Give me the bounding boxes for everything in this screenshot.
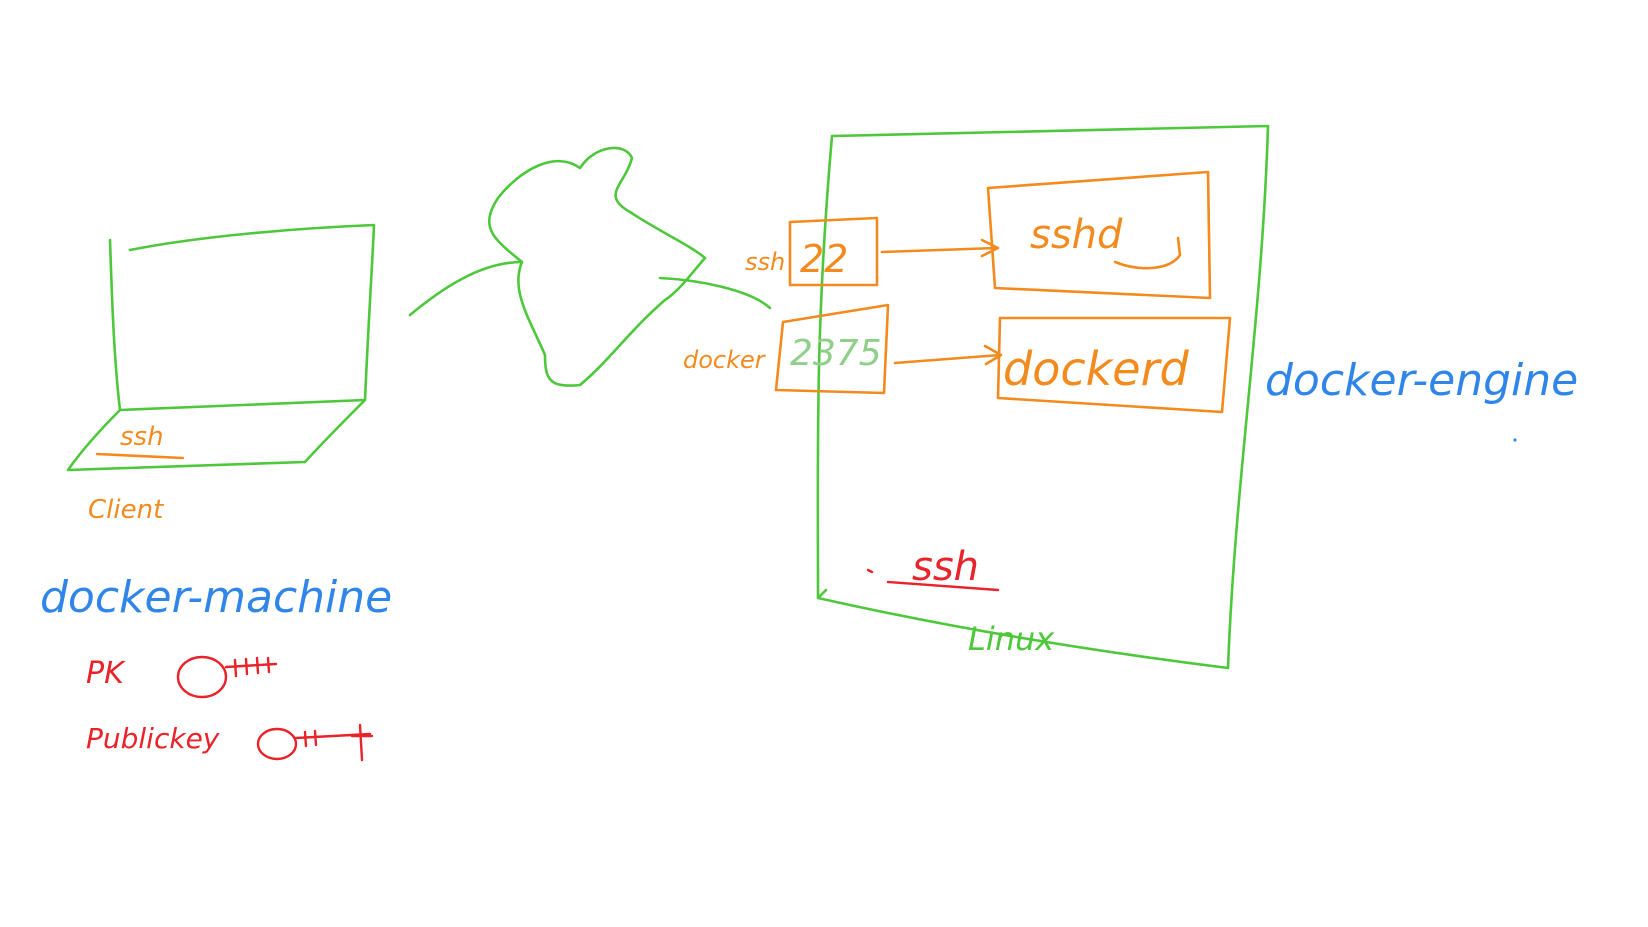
port-ssh-label: ssh xyxy=(745,248,785,276)
server-box xyxy=(816,124,1270,670)
publickey-label: Publickey xyxy=(86,722,220,755)
os-label: Linux xyxy=(968,620,1055,658)
client-ssh-label: ssh xyxy=(120,422,164,452)
arrow-docker-icon xyxy=(893,344,1003,366)
docker-machine-label: docker-machine xyxy=(40,572,392,623)
public-key-icon xyxy=(256,723,374,762)
port-22-value: 22 xyxy=(800,237,848,281)
server-ssh-underline xyxy=(866,568,1000,592)
dockerd-box xyxy=(996,316,1232,414)
sshd-label: sshd xyxy=(1030,212,1123,258)
arrow-ssh-icon xyxy=(880,238,1000,258)
client-ssh-underline xyxy=(95,452,185,460)
port-2375-box xyxy=(774,303,890,395)
port-22-box xyxy=(788,216,879,287)
pk-label: PK xyxy=(86,656,126,691)
sshd-box xyxy=(986,170,1212,300)
private-key-icon xyxy=(176,655,278,699)
server-ssh-note: ssh xyxy=(912,544,979,590)
laptop-icon xyxy=(66,223,376,472)
network-cloud xyxy=(408,146,707,387)
stray-dot xyxy=(1513,438,1517,442)
docker-engine-label: docker-engine xyxy=(1265,355,1578,406)
port-2375-value: 2375 xyxy=(790,333,882,374)
sshd-mark xyxy=(1113,236,1182,270)
port-docker-label: docker xyxy=(683,346,767,374)
connection-line xyxy=(658,276,772,310)
client-caption: Client xyxy=(88,495,164,525)
dockerd-label: dockerd xyxy=(1003,342,1189,396)
